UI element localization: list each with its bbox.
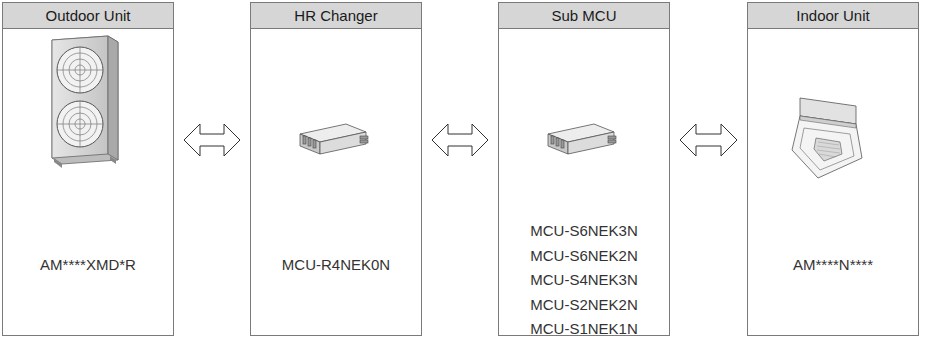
unit-column: Outdoor UnitAM****XMD*R (2, 2, 174, 336)
model-number: MCU-S6NEK2N (499, 247, 669, 265)
indoor-cassette-icon (792, 98, 862, 178)
column-header: Sub MCU (499, 3, 669, 29)
model-number: MCU-S2NEK2N (499, 296, 669, 314)
double-arrow (432, 124, 488, 156)
column-header: Indoor Unit (748, 3, 918, 29)
unit-column: HR ChangerMCU-R4NEK0N (250, 2, 422, 336)
model-number: AM****XMD*R (3, 256, 173, 274)
double-arrow (680, 124, 737, 156)
hr-changer-icon (300, 124, 368, 154)
sub-mcu-icon (548, 124, 616, 154)
model-number: MCU-S1NEK1N (499, 320, 669, 338)
unit-column: Indoor UnitAM****N**** (747, 2, 919, 336)
unit-column: Sub MCU MCU-S6NEK3N MCU-S6NEK2N MCU-S4NEK3N… (498, 2, 670, 336)
model-number: MCU-S4NEK3N (499, 271, 669, 289)
column-header: HR Changer (251, 3, 421, 29)
model-number: MCU-R4NEK0N (251, 256, 421, 274)
column-header: Outdoor Unit (3, 3, 173, 29)
model-number: MCU-S6NEK3N (499, 222, 669, 240)
model-number: AM****N**** (748, 256, 918, 274)
double-arrow (184, 124, 240, 156)
outdoor-unit-icon (52, 36, 118, 168)
